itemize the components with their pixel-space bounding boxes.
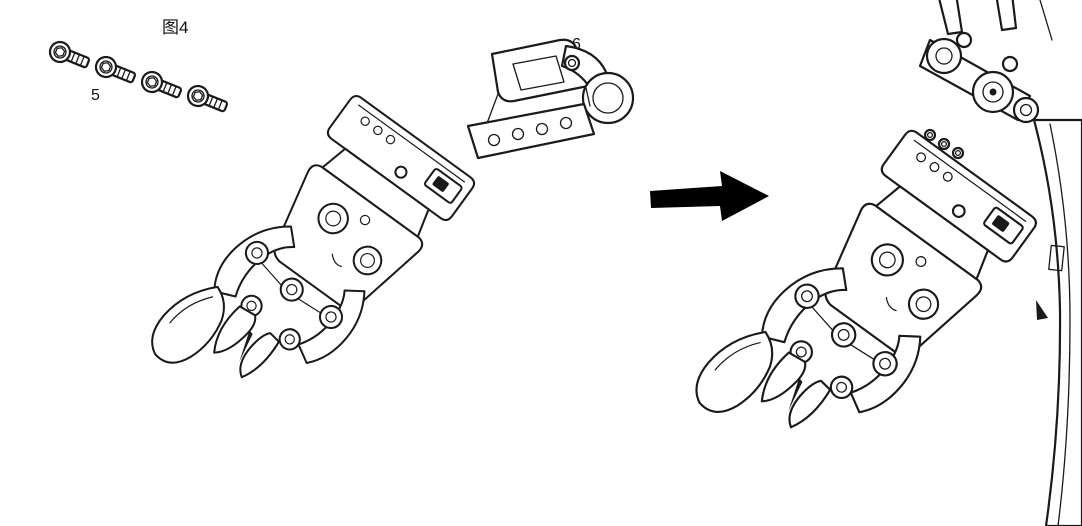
- bracket-part-6-illustration: [466, 38, 635, 160]
- part-6-callout-label: 6: [572, 36, 581, 53]
- screws-part-5-illustration: [45, 37, 231, 118]
- figure-label: 图4: [162, 18, 188, 37]
- assembly-arrow-icon: [650, 171, 769, 221]
- robot-arm-upper-linkage: [918, 0, 1053, 124]
- robot-arm-column: [1032, 118, 1082, 526]
- part-5-callout-label: 5: [91, 87, 100, 104]
- installed-screw-heads: [923, 128, 965, 160]
- gripper-after-illustration: [684, 111, 1040, 504]
- gripper-before-illustration: [140, 78, 478, 450]
